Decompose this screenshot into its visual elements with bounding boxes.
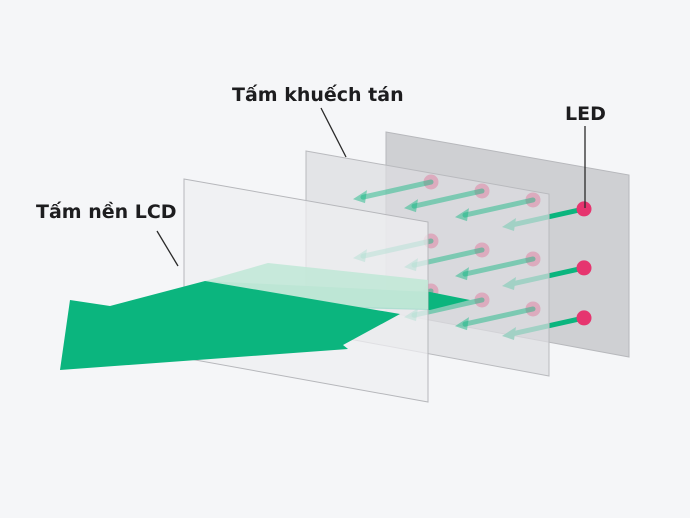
led-beam-shaft	[462, 306, 536, 327]
led-dot-glow	[474, 183, 490, 199]
led-beam-shaft	[462, 197, 536, 218]
led-beam-head	[455, 267, 469, 281]
led-beam-shaft	[462, 256, 536, 277]
led-beam-head	[353, 190, 367, 204]
led-dot	[576, 310, 592, 326]
led-dot	[576, 201, 592, 217]
lcd-panel-label: Tấm nền LCD	[36, 200, 177, 223]
diffuser-leader-line	[320, 107, 347, 158]
led-beam-shaft	[360, 179, 434, 200]
led-label: LED	[565, 103, 606, 125]
led-dot	[576, 260, 592, 276]
led-beam	[404, 188, 485, 213]
led-beam-shaft	[411, 188, 485, 209]
light-beam-output	[60, 281, 400, 370]
led-beam	[353, 179, 434, 204]
led-dot-glow	[525, 251, 541, 267]
diffuser-label: Tấm khuếch tán	[232, 83, 404, 106]
led-dot-glow	[474, 292, 490, 308]
led-dot-glow	[525, 301, 541, 317]
led-dot-glow	[474, 242, 490, 258]
led-dots	[576, 201, 592, 326]
led-beam-head	[404, 199, 418, 213]
led-beam-head	[455, 317, 469, 331]
led-beam	[455, 256, 536, 281]
led-dot-glow	[525, 192, 541, 208]
led-beam	[455, 197, 536, 222]
led-beam-head	[455, 208, 469, 222]
led-beam	[455, 306, 536, 331]
lcd-leader-line	[156, 230, 179, 267]
led-dot-glow	[423, 174, 439, 190]
